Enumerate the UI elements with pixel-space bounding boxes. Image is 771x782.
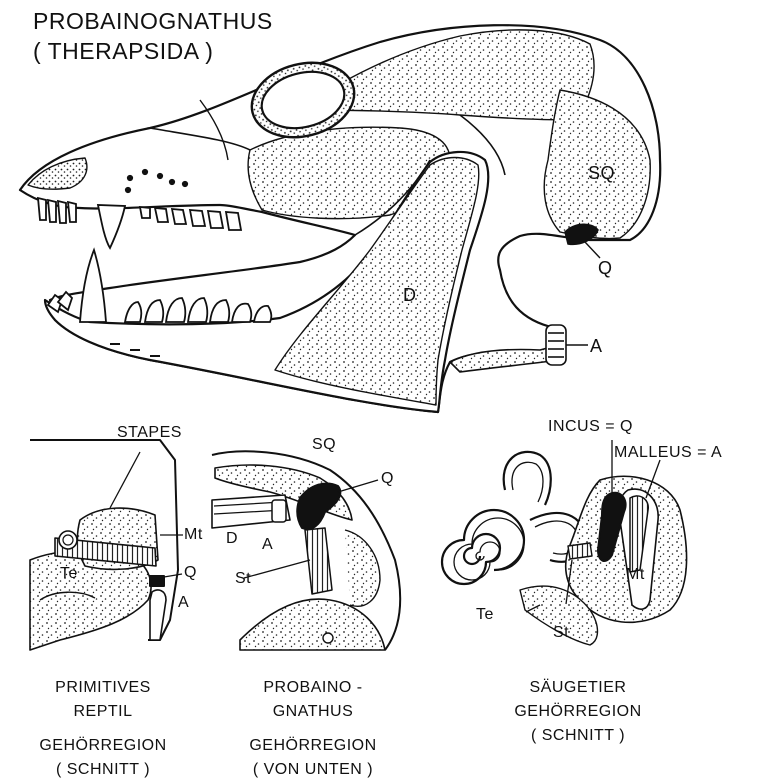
probaino-label-sq: SQ: [312, 436, 336, 454]
probaino-label-a: A: [262, 536, 273, 554]
probaino-articular: [272, 500, 286, 522]
quadrate: [565, 224, 598, 244]
reptile-label-q: Q: [184, 564, 197, 582]
mammal-caption: SÄUGETIER GEHÖRREGION ( SCHNITT ): [478, 676, 678, 748]
mammal-semicircular-canals: [504, 452, 551, 505]
skull-label-q: Q: [598, 258, 613, 279]
reptile-label-a: A: [178, 594, 189, 612]
mammal-label-st: St: [553, 624, 569, 642]
reptile-caption-line-3: GEHÖRREGION: [18, 734, 188, 758]
mammal-caption-line-3: ( SCHNITT ): [478, 724, 678, 748]
mammal-caption-line-2: GEHÖRREGION: [478, 700, 678, 724]
mammal-label-incus: INCUS = Q: [548, 418, 633, 436]
probaino-caption-line-2: GNATHUS: [228, 700, 398, 724]
articular: [546, 325, 566, 365]
reptile-caption-line-4: ( SCHNITT ): [18, 758, 188, 782]
mammal-label-mt: Mt: [626, 566, 645, 584]
probaino-label-d: D: [226, 530, 238, 548]
mammal-stapes: [568, 543, 592, 559]
probaino-caption-line-4: ( VON UNTEN ): [228, 758, 398, 782]
mammal-label-te: Te: [476, 606, 494, 624]
probaino-caption-line-1: PROBAINO -: [228, 676, 398, 700]
skull-label-sq: SQ: [588, 163, 615, 184]
probaino-basicranium: [240, 599, 385, 650]
lower-canine: [80, 250, 106, 322]
panel-probainognathus-drawing: [212, 451, 400, 650]
probaino-caption: PROBAINO - GNATHUS GEHÖRREGION ( VON UNT…: [228, 676, 398, 782]
probaino-label-q: Q: [381, 470, 394, 488]
upper-canine: [98, 205, 125, 248]
reptile-label-te: Te: [60, 565, 78, 583]
skull-label-a: A: [590, 336, 603, 357]
probaino-stapes: [305, 528, 332, 594]
probaino-label-st: St: [235, 570, 251, 588]
reptile-quadrate: [150, 576, 164, 586]
probaino-caption-line-3: GEHÖRREGION: [228, 734, 398, 758]
figure-title: PROBAINOGNATHUS: [33, 8, 273, 34]
reptile-caption: PRIMITIVES REPTIL GEHÖRREGION ( SCHNITT …: [18, 676, 188, 782]
skull-label-d: D: [403, 285, 417, 306]
reptile-caption-line-2: REPTIL: [18, 700, 188, 724]
reptile-caption-line-1: PRIMITIVES: [18, 676, 188, 700]
reptile-label-mt: Mt: [184, 526, 203, 544]
reptile-label-stapes: STAPES: [117, 424, 182, 442]
mammal-caption-line-1: SÄUGETIER: [478, 676, 678, 700]
figure-subtitle: ( THERAPSIDA ): [33, 38, 213, 64]
mammal-label-malleus: MALLEUS = A: [614, 444, 722, 462]
panel-reptile-drawing: [30, 440, 183, 650]
